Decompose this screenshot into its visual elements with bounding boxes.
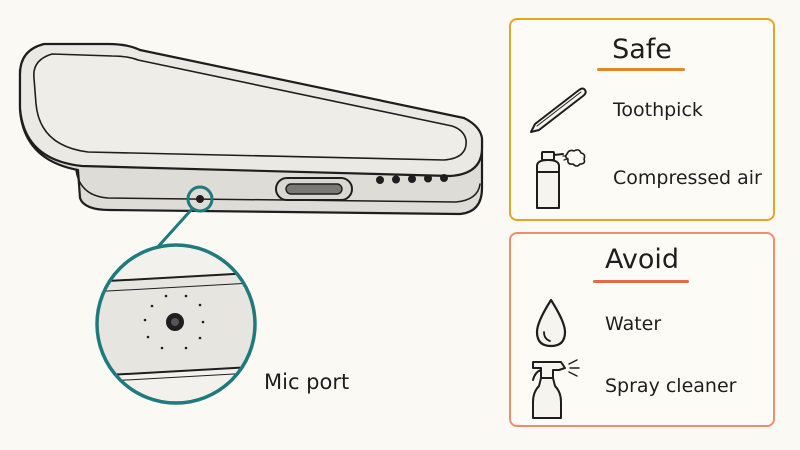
spray-bottle-icon [532, 359, 580, 419]
phone-body [18, 42, 484, 216]
compressed-air-icon [536, 149, 586, 209]
safe-item-toothpick: Toothpick [523, 80, 769, 140]
callout-connector [153, 207, 194, 252]
avoid-panel: Avoid Water Spray cleaner [509, 232, 775, 427]
toothpick-label: Toothpick [613, 99, 703, 121]
compressed-air-label: Compressed air [613, 167, 762, 189]
avoid-item-spray-cleaner: Spray cleaner [523, 356, 769, 419]
safe-item-compressed-air: Compressed air [523, 148, 769, 209]
avoid-heading: Avoid [604, 244, 680, 275]
spray-cleaner-label: Spray cleaner [605, 375, 737, 397]
safe-heading-underline [597, 68, 685, 71]
toothpick-icon [530, 87, 587, 133]
mic-port-magnifier [95, 243, 257, 405]
safe-heading: Safe [612, 34, 672, 65]
safe-panel: Safe Toothpick Compressed air [509, 18, 775, 221]
mic-port-label: Mic port [264, 370, 350, 394]
speaker-grille [376, 174, 448, 184]
mic-port-highlight [186, 185, 214, 213]
water-drop-icon [535, 298, 567, 348]
avoid-item-water: Water [523, 294, 769, 354]
water-label: Water [605, 313, 662, 335]
avoid-heading-underline [593, 280, 689, 283]
